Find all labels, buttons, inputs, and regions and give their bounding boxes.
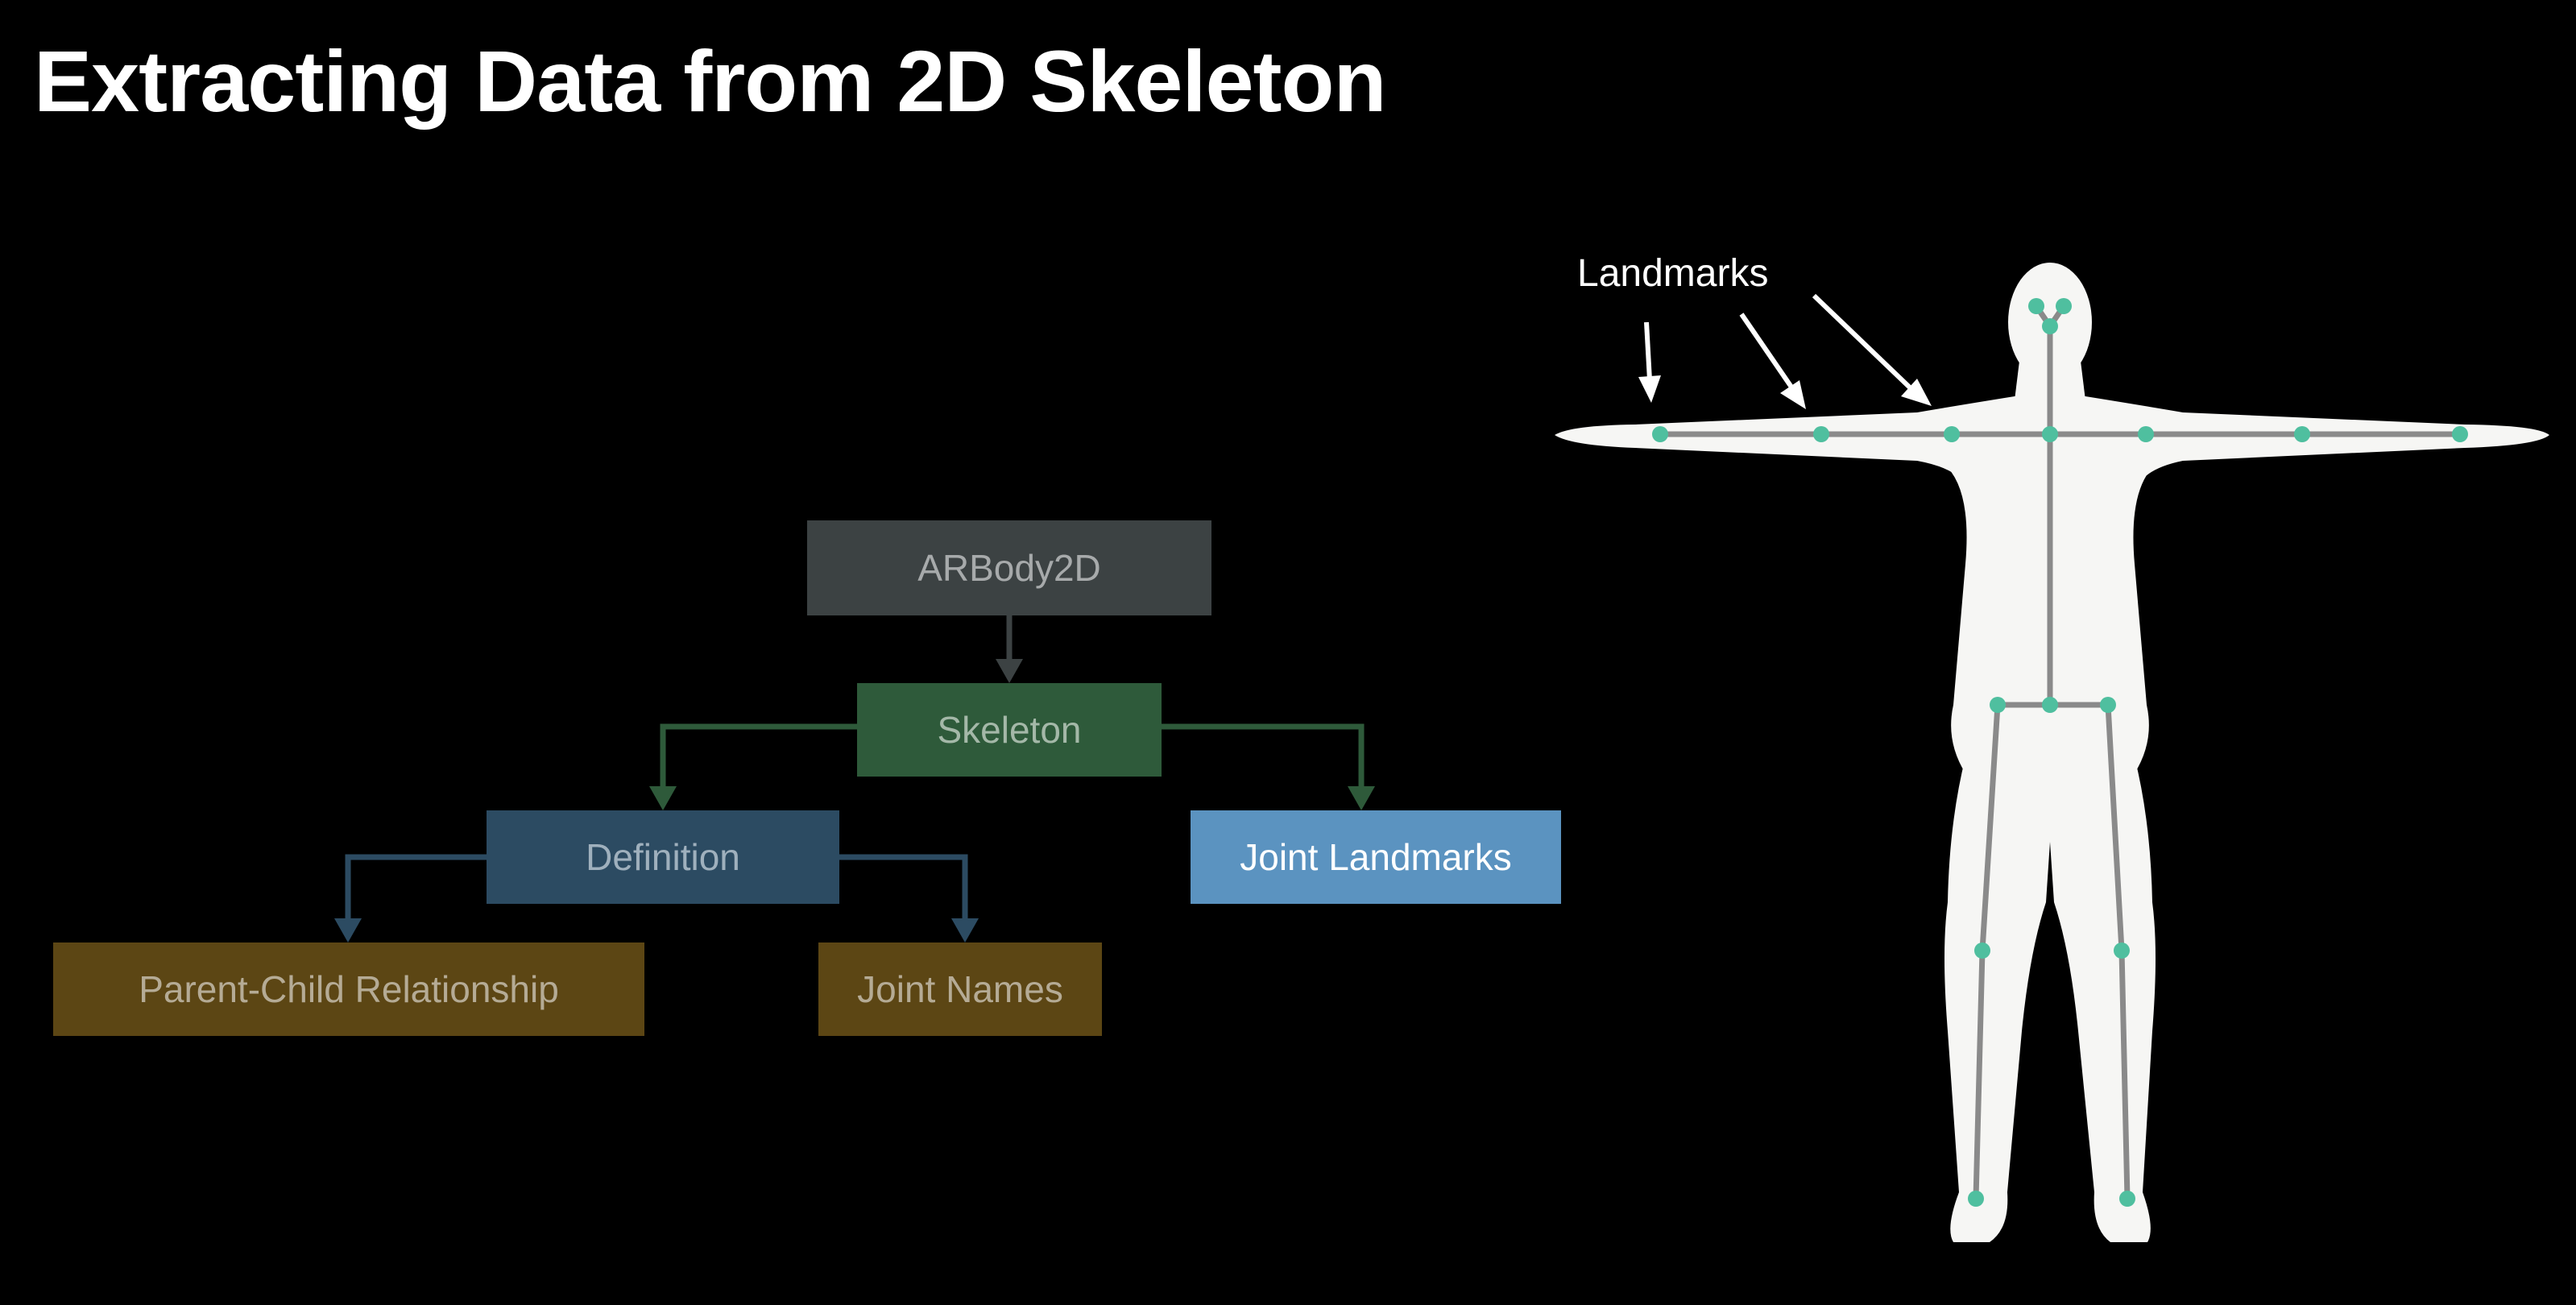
landmark-left-hand [1652,426,1668,442]
landmark-left-leg [1974,942,1990,959]
landmark-left-foot [1968,1191,1984,1207]
arrow-to-forearm [1739,313,1806,409]
landmark-right-leg [2114,942,2130,959]
skeleton-node: Skeleton [857,683,1162,777]
slide-title: Extracting Data from 2D Skeleton [34,32,1386,130]
joint-landmarks-label: Joint Landmarks [1240,836,1512,878]
connector-definition-joint-names [839,854,979,942]
landmark-right-foot [2119,1191,2135,1207]
landmark-right-shoulder [2138,426,2154,442]
arbody2d-label: ARBody2D [917,547,1101,589]
landmark-right-upleg [2100,697,2116,713]
arrow-to-hand [1638,321,1661,403]
joint-names-label: Joint Names [857,968,1063,1010]
definition-node: Definition [487,810,839,904]
landmark-right-eye [2056,298,2072,314]
landmark-root [2042,697,2058,713]
parent-child-relationship-node: Parent-Child Relationship [53,942,644,1036]
landmark-left-forearm [1813,426,1829,442]
definition-label: Definition [586,836,740,878]
landmark-neck [2042,426,2058,442]
landmark-head [2042,318,2058,334]
joint-landmarks [1652,298,2468,1207]
landmark-left-upleg [1990,697,2006,713]
joint-landmarks-node: Joint Landmarks [1191,810,1561,904]
arbody2d-node: ARBody2D [807,520,1211,615]
joint-names-node: Joint Names [818,942,1102,1036]
landmark-right-hand [2452,426,2468,442]
landmark-left-shoulder [1944,426,1960,442]
landmark-pointer-arrows [1638,293,1932,409]
skeleton-label: Skeleton [937,709,1082,751]
connector-definition-parent-child [334,854,487,942]
parent-child-relationship-label: Parent-Child Relationship [139,968,559,1010]
connector-skeleton-joint-landmarks [1162,723,1375,810]
landmark-right-forearm [2294,426,2310,442]
connector-skeleton-definition [649,723,857,810]
arrow-to-shoulder [1812,293,1932,406]
landmark-left-eye [2028,298,2044,314]
connector-arbody-skeleton [996,615,1023,683]
landmarks-label: Landmarks [1577,252,1769,295]
